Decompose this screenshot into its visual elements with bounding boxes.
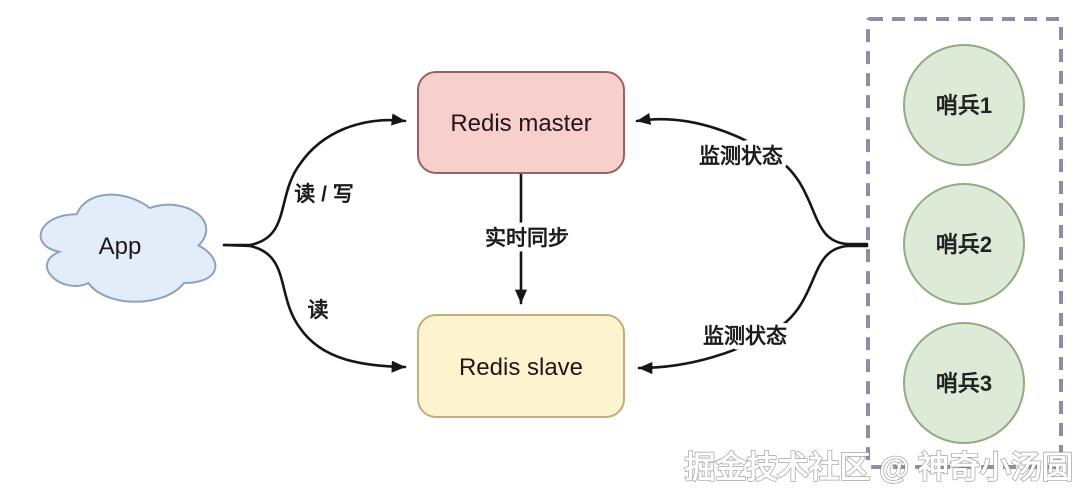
sentinel-2-circle <box>903 183 1025 305</box>
watermark-text: 掘金技术社区 @ 神奇小汤圆 <box>685 450 1073 485</box>
edge-sentinels-to-master-arrow <box>635 112 869 246</box>
redis-master-label: Redis master <box>450 110 591 137</box>
app-node-label: App <box>99 233 142 260</box>
sentinel-1-node: 哨兵1 <box>903 44 1025 166</box>
edge-app-to-master-arrow <box>222 113 407 247</box>
sentinel-3-label: 哨兵3 <box>936 371 992 396</box>
sentinel-3-circle <box>903 322 1025 444</box>
redis-master-box <box>417 71 625 174</box>
app-cloud-shape <box>39 193 217 303</box>
edge-label-read-write: 读 / 写 <box>294 183 354 206</box>
sentinel-1-label: 哨兵1 <box>936 93 992 118</box>
redis-slave-node: Redis slave <box>417 314 625 418</box>
redis-slave-box <box>417 314 625 418</box>
sentinel-group-box <box>866 17 1063 469</box>
sentinel-2-node: 哨兵2 <box>903 183 1025 305</box>
edge-label-monitor-status-slave: 监测状态 <box>703 324 787 348</box>
edge-label-monitor-status-master: 监测状态 <box>699 144 783 168</box>
sentinel-2-label: 哨兵2 <box>936 232 992 257</box>
edge-label-read: 读 <box>308 299 329 322</box>
edge-sentinels-to-slave-arrow <box>637 244 869 375</box>
sentinel-3-node: 哨兵3 <box>903 322 1025 444</box>
sentinel-1-circle <box>903 44 1025 166</box>
app-node: App <box>39 193 217 303</box>
edge-label-realtime-sync: 实时同步 <box>485 226 569 250</box>
redis-slave-label: Redis slave <box>459 354 583 381</box>
edge-app-to-slave-arrow <box>222 243 407 373</box>
redis-master-node: Redis master <box>417 71 625 174</box>
